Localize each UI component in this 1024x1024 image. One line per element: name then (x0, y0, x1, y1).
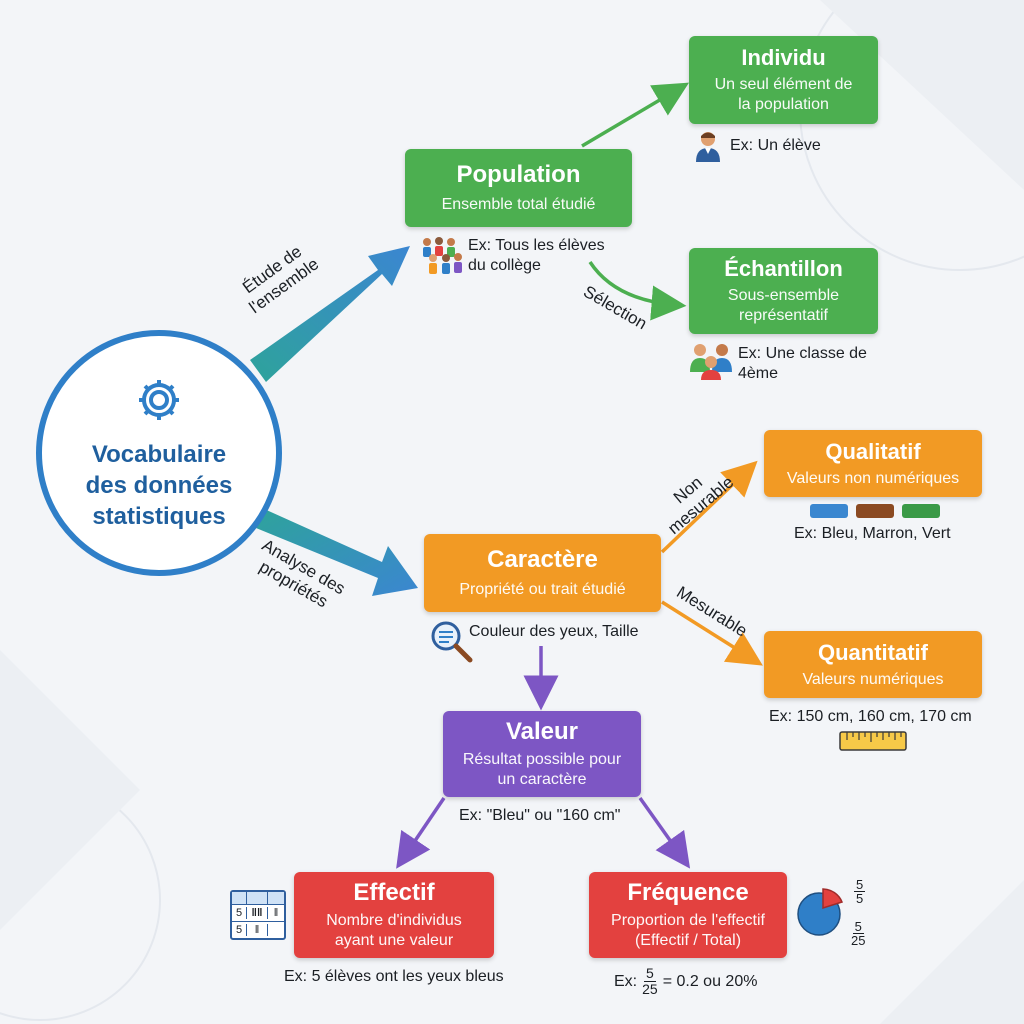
frequence-example-prefix: Ex: (614, 972, 638, 990)
valeur-desc-line2: un caractère (497, 771, 587, 788)
echantillon-example: Ex: Une classe de 4ème (738, 344, 867, 384)
frequence-desc-line2: (Effectif / Total) (634, 932, 742, 949)
echantillon-title: Échantillon (724, 256, 843, 281)
individu-example: Ex: Un élève (730, 137, 821, 154)
individu-desc-line1: Un seul élément de (714, 76, 853, 93)
frequence-example-num: 5 (644, 965, 656, 982)
valeur-desc-line1: Résultat possible pour (462, 751, 622, 768)
color-swatches (810, 504, 940, 518)
individu-title: Individu (741, 45, 826, 70)
population-example-line2: du collège (468, 257, 541, 274)
population-desc: Ensemble total étudié (441, 196, 596, 213)
arrow-population-echantillon (588, 261, 687, 321)
caractere-example: Couleur des yeux, Taille (469, 623, 639, 640)
tally-cell: 5 (232, 907, 247, 919)
quantitatif-node: Quantitatif Valeurs numériques (764, 631, 982, 698)
quantitatif-desc: Valeurs numériques (802, 670, 944, 688)
qualitatif-node: Qualitatif Valeurs non numériques (764, 430, 982, 497)
qualitatif-example: Ex: Bleu, Marron, Vert (794, 525, 951, 542)
big-arrow-bottom (256, 508, 418, 596)
center-title-line2: des données (85, 471, 233, 499)
swatch-brown (856, 504, 894, 518)
tally-cell: 5 (232, 924, 247, 936)
tally-table-row: 5 ‖‖ ‖ (232, 905, 284, 922)
frequence-title: Fréquence (627, 879, 749, 906)
echantillon-desc-line2: représentatif (739, 307, 828, 324)
tally-table-icon: 5 ‖‖ ‖ 5 ‖ (230, 890, 286, 940)
frequence-desc-line1: Proportion de l'effectif (611, 912, 765, 929)
pie-frac2-num: 5 (852, 919, 864, 934)
ruler-icon (839, 731, 907, 751)
arrow-valeur-frequence (638, 796, 691, 869)
effectif-node: Effectif Nombre d'individus ayant une va… (294, 872, 494, 958)
valeur-node: Valeur Résultat possible pour un caractè… (443, 711, 641, 797)
center-title-line1: Vocabulaire (91, 440, 227, 468)
center-node: Vocabulaire des données statistiques (36, 330, 282, 576)
population-node: Population Ensemble total étudié (405, 149, 632, 227)
echantillon-node: Échantillon Sous-ensemble représentatif (689, 248, 878, 334)
tally-table-header (232, 892, 284, 905)
bg-shape (0, 650, 140, 930)
group-icon (690, 344, 732, 380)
echantillon-example-line1: Ex: Une classe de (738, 345, 867, 362)
caractere-title: Caractère (487, 546, 598, 573)
frequence-example-suffix: = 0.2 ou 20% (662, 972, 758, 990)
pie-frac2-den: 25 (851, 933, 866, 948)
caractere-node: Caractère Propriété ou trait étudié (424, 534, 661, 612)
arrow-caractere-quantitatif (661, 600, 763, 666)
tally-marks: ‖ (247, 924, 268, 936)
student-icon (696, 132, 720, 162)
quantitatif-title: Quantitatif (818, 639, 928, 665)
pie-chart-icon (797, 888, 844, 936)
arrow-caractere-qualitatif (660, 460, 758, 554)
valeur-title: Valeur (505, 718, 579, 745)
quantitatif-example: Ex: 150 cm, 160 cm, 170 cm (769, 708, 972, 725)
gear-icon (139, 379, 179, 420)
pie-frac1-num: 5 (854, 877, 866, 892)
center-title-line3: statistiques (92, 502, 226, 530)
big-arrow-top (250, 246, 410, 382)
individu-node: Individu Un seul élément de la populatio… (689, 36, 878, 124)
effectif-example: Ex: 5 élèves ont les yeux bleus (284, 968, 504, 985)
population-example: Ex: Tous les élèves du collège (468, 236, 605, 276)
echantillon-example-line2: 4ème (738, 365, 779, 382)
caractere-desc: Propriété ou trait étudié (459, 581, 626, 598)
population-example-line1: Ex: Tous les élèves (468, 237, 605, 254)
qualitatif-title: Qualitatif (825, 438, 921, 464)
frequence-node: Fréquence Proportion de l'effectif (Effe… (589, 872, 787, 958)
magnifier-icon (431, 621, 473, 663)
effectif-title: Effectif (353, 879, 435, 906)
echantillon-desc-line1: Sous-ensemble (727, 287, 840, 304)
qualitatif-desc: Valeurs non numériques (786, 469, 960, 487)
crowd-icon (423, 237, 462, 274)
effectif-desc-line2: ayant une valeur (334, 932, 454, 949)
frequence-example-den: 25 (642, 981, 658, 997)
tally-table-row: 5 ‖ (232, 922, 284, 938)
effectif-desc-line1: Nombre d'individus (326, 912, 462, 929)
arrow-population-individu (581, 82, 690, 148)
pie-frac1-den: 5 (856, 891, 864, 906)
swatch-blue (810, 504, 848, 518)
arrow-valeur-effectif (396, 797, 446, 869)
tally-marks: ‖‖ (247, 907, 268, 919)
swatch-green (902, 504, 940, 518)
valeur-example: Ex: "Bleu" ou "160 cm" (459, 807, 621, 824)
tally-marks: ‖ (273, 907, 279, 919)
population-title: Population (456, 161, 581, 188)
individu-desc-line2: la population (738, 96, 829, 113)
bg-shape (880, 880, 1024, 1024)
